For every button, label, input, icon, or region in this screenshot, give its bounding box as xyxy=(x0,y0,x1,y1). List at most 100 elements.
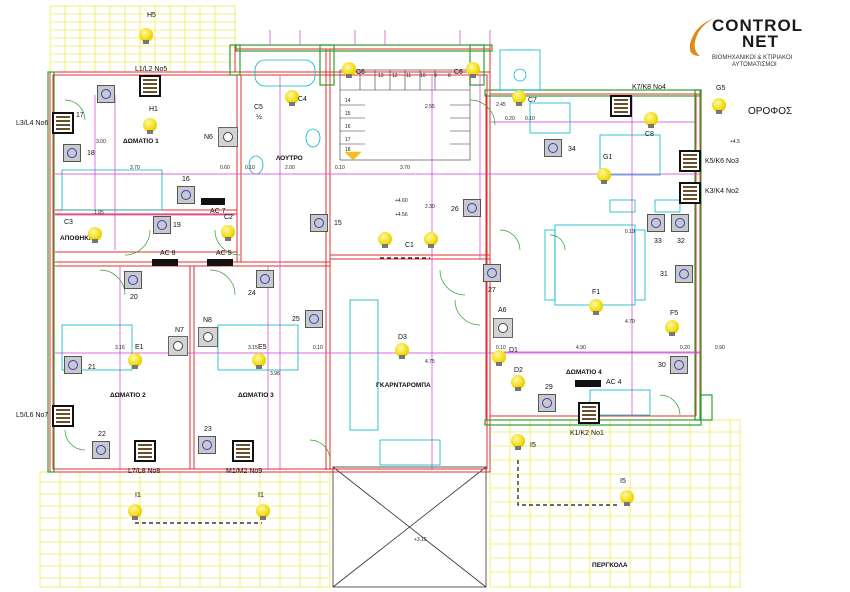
socket-label-n8: N8 xyxy=(203,317,212,324)
room-label-bedroom1: ΔΩΜΑΤΙΟ 1 xyxy=(123,138,159,145)
shutter-l1l2[interactable] xyxy=(139,75,161,97)
switch-15[interactable] xyxy=(310,214,328,232)
switch-19[interactable] xyxy=(153,216,171,234)
light-e5-icon[interactable] xyxy=(252,353,266,369)
light-h1-icon[interactable] xyxy=(143,118,157,134)
shutter-k1k2[interactable] xyxy=(578,402,600,424)
light-h5-icon[interactable] xyxy=(139,28,153,44)
wiring xyxy=(135,257,620,524)
switch-23[interactable] xyxy=(198,436,216,454)
switch-24[interactable] xyxy=(256,270,274,288)
level-marker-2: +4.56 xyxy=(395,212,408,218)
light-f5-icon[interactable] xyxy=(665,320,679,336)
switch-29[interactable] xyxy=(538,394,556,412)
light-f1-icon[interactable] xyxy=(589,299,603,315)
light-c4-icon[interactable] xyxy=(285,90,299,106)
ac-label-4: AC 4 xyxy=(606,379,622,386)
shutter-k3k4[interactable] xyxy=(679,182,701,204)
shutter-label-l7l8: L7/L8 No8 xyxy=(128,468,161,475)
ac-unit-5[interactable] xyxy=(207,259,233,266)
light-i1a-icon[interactable] xyxy=(128,504,142,520)
shutter-l3l4[interactable] xyxy=(52,112,74,134)
shutter-label-k1k2: K1/K2 No1 xyxy=(570,430,604,437)
switch-label-31: 31 xyxy=(660,271,668,278)
light-label-d3: D3 xyxy=(398,334,407,341)
switch-label-32: 32 xyxy=(677,238,685,245)
switch-label-17: 17 xyxy=(76,112,84,119)
switch-33[interactable] xyxy=(647,214,665,232)
dim-195: 1.95 xyxy=(94,210,104,216)
shutter-l7l8[interactable] xyxy=(134,440,156,462)
light-i5b-icon[interactable] xyxy=(620,490,634,506)
switch-16[interactable] xyxy=(177,186,195,204)
socket-label-n6: N6 xyxy=(204,134,213,141)
socket-n7[interactable] xyxy=(168,336,188,356)
switch-17[interactable] xyxy=(97,85,115,103)
room-label-bedroom3: ΔΩΜΑΤΙΟ 3 xyxy=(238,392,274,399)
dim-396: 3.96 xyxy=(270,371,280,377)
light-g1-icon[interactable] xyxy=(597,168,611,184)
light-e1-icon[interactable] xyxy=(128,353,142,369)
light-c6a-icon[interactable] xyxy=(342,62,356,78)
light-d1-icon[interactable] xyxy=(492,350,506,366)
light-label-g1: G1 xyxy=(603,154,613,161)
switch-21[interactable] xyxy=(64,356,82,374)
socket-n6[interactable] xyxy=(218,127,238,147)
room-label-storage: ΑΠΟΘΗΚΗ xyxy=(60,235,94,242)
door-swings xyxy=(64,99,681,461)
light-i5a-icon[interactable] xyxy=(511,434,525,450)
ac-unit-4[interactable] xyxy=(575,380,601,387)
switch-31[interactable] xyxy=(675,265,693,283)
ac-unit-7[interactable] xyxy=(201,198,225,205)
light-c8-icon[interactable] xyxy=(644,112,658,128)
stair-step: 12 xyxy=(392,73,398,79)
switch-22[interactable] xyxy=(92,441,110,459)
dim-315: 3.15 xyxy=(248,345,258,351)
logo-swoosh-icon xyxy=(689,18,714,56)
light-label-f1: F1 xyxy=(592,289,601,296)
light-c7-icon[interactable] xyxy=(512,90,526,106)
light-i1b-icon[interactable] xyxy=(256,504,270,520)
light-c3-icon[interactable] xyxy=(88,227,102,243)
light-label-c6b: C6 xyxy=(454,69,463,76)
stair-step: 17 xyxy=(345,137,351,143)
dimension-lines xyxy=(55,30,700,470)
shutter-label-m1m2: M1/M2 No9 xyxy=(226,468,263,475)
light-label-e5: E5 xyxy=(258,344,267,351)
switch-32[interactable] xyxy=(671,214,689,232)
light-d3-icon[interactable] xyxy=(395,343,409,359)
shutter-l5l6[interactable] xyxy=(52,405,74,427)
light-c6b-icon[interactable] xyxy=(466,62,480,78)
dim-019: 0.19 xyxy=(625,229,635,235)
socket-n8[interactable] xyxy=(198,327,218,347)
central-pergola xyxy=(332,466,487,588)
switch-34[interactable] xyxy=(544,139,562,157)
shutter-k7k8[interactable] xyxy=(610,95,632,117)
shutter-m1m2[interactable] xyxy=(232,440,254,462)
switch-26[interactable] xyxy=(463,199,481,217)
light-label-c4: C4 xyxy=(298,96,307,103)
dim-300: 3.00 xyxy=(96,139,106,145)
light-g5-icon[interactable] xyxy=(712,98,726,114)
light-d2-icon[interactable] xyxy=(511,375,525,391)
switch-18[interactable] xyxy=(63,144,81,162)
shutter-label-k3k4: K3/K4 No2 xyxy=(705,188,739,195)
ac-label-5: AC 5 xyxy=(216,250,232,257)
switch-20[interactable] xyxy=(124,271,142,289)
socket-a6[interactable] xyxy=(493,318,513,338)
dim-245: 2.45 xyxy=(496,102,506,108)
switch-25[interactable] xyxy=(305,310,323,328)
light-c1b-icon[interactable] xyxy=(424,232,438,248)
stair-step: 11 xyxy=(406,73,412,79)
company-logo xyxy=(676,12,836,72)
room-label-bedroom2: ΔΩΜΑΤΙΟ 2 xyxy=(110,392,146,399)
light-c2-icon[interactable] xyxy=(221,225,235,241)
switch-label-34: 34 xyxy=(568,146,576,153)
light-label-e1: E1 xyxy=(135,344,144,351)
light-c1a-icon[interactable] xyxy=(378,232,392,248)
shutter-k5k6[interactable] xyxy=(679,150,701,172)
switch-30[interactable] xyxy=(670,356,688,374)
ac-unit-8[interactable] xyxy=(152,259,178,266)
switch-27[interactable] xyxy=(483,264,501,282)
